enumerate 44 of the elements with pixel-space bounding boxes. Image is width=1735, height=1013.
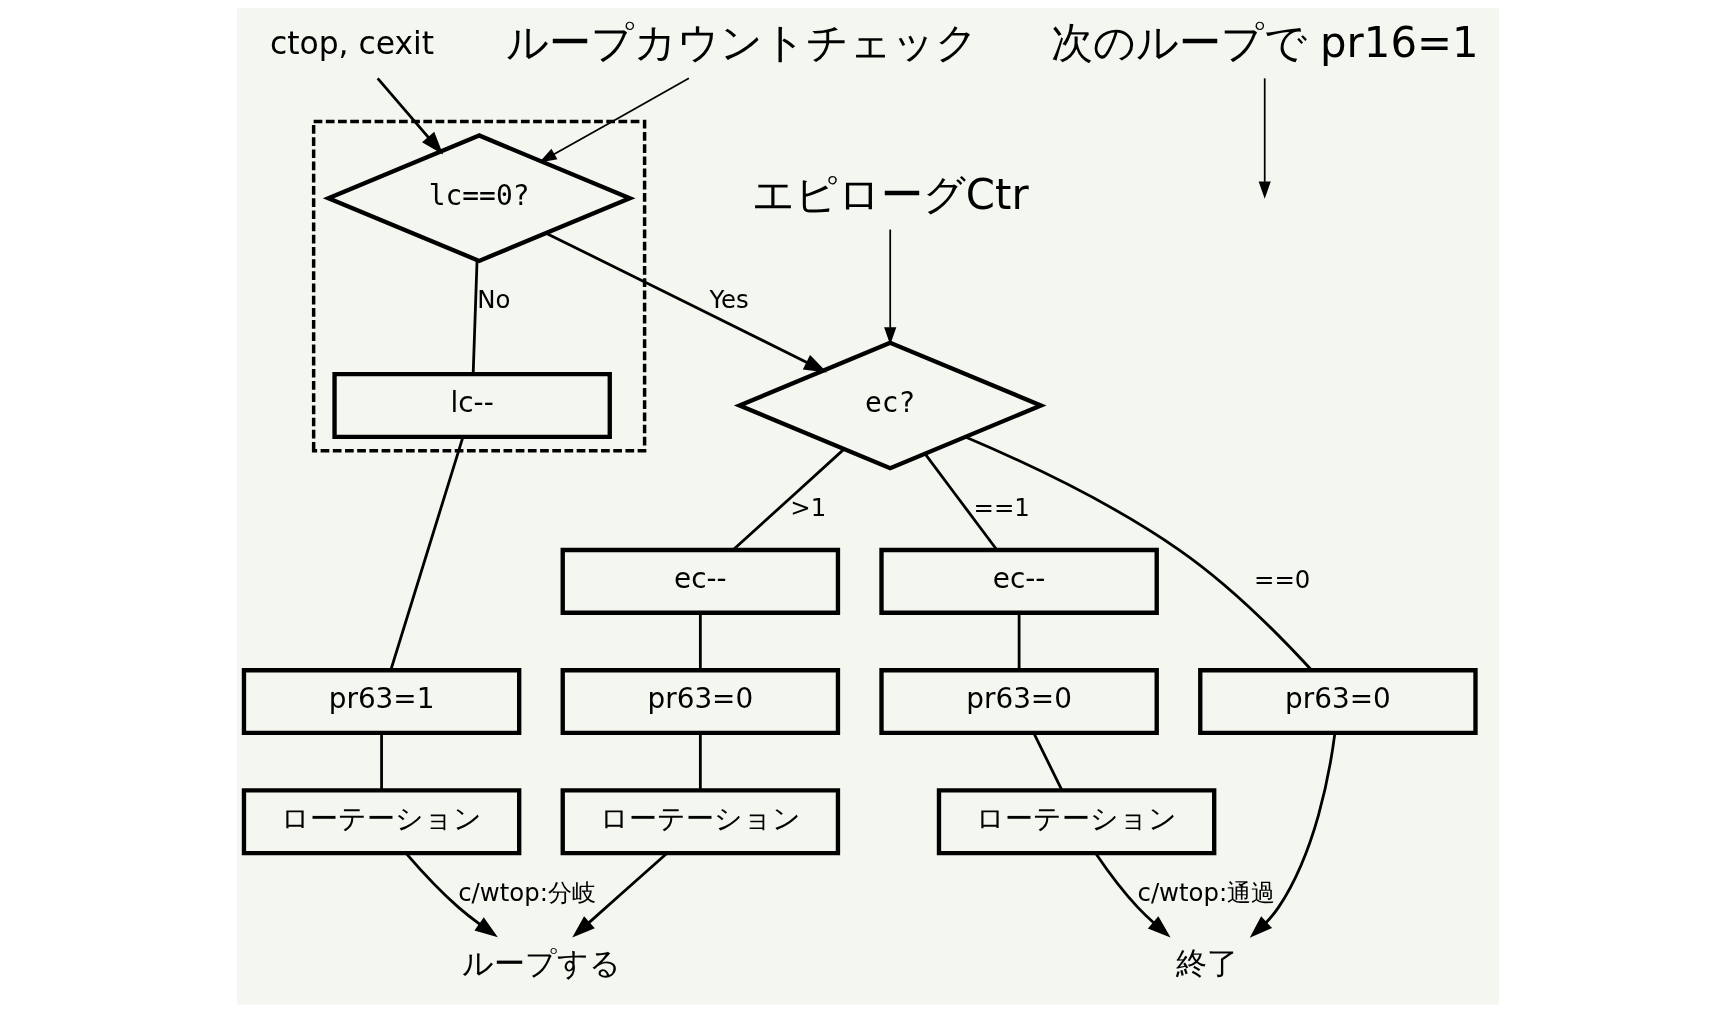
edge-label: >1 [789, 492, 826, 522]
node-text: ループする [461, 945, 621, 982]
node-text: エピローグCtr [751, 169, 1029, 219]
connector [964, 435, 1312, 671]
connector [1032, 732, 1063, 791]
node-box: pr63=0 [1197, 668, 1478, 736]
node-text: ctop, cexit [269, 25, 434, 62]
node-box: ec-- [560, 547, 840, 615]
arrow [1094, 852, 1171, 938]
connector [388, 436, 464, 671]
connector [379, 733, 383, 790]
connector [698, 733, 702, 790]
node-diamond: ec? [733, 340, 1047, 471]
node-text: ループカウントチェック [505, 18, 978, 68]
node-box: ローテーション [936, 788, 1216, 856]
edge-label: ==0 [1253, 564, 1310, 594]
cluster [311, 119, 646, 453]
arrow [571, 852, 668, 938]
node-text: 終了 [1175, 945, 1238, 982]
arrow [1249, 733, 1336, 938]
arrow [538, 77, 690, 163]
connector [471, 260, 478, 374]
node-box: ec-- [878, 547, 1159, 615]
node-box: pr63=0 [560, 668, 840, 736]
edge-label: Yes [708, 285, 749, 315]
node-box: pr63=0 [878, 668, 1159, 736]
node-box: lc-- [331, 371, 612, 439]
arrow [1258, 77, 1271, 199]
edge-label: c/wtop:分岐 [457, 877, 596, 907]
arrow [376, 77, 443, 155]
edge-label: No [476, 285, 511, 315]
node-box: ローテーション [241, 788, 521, 856]
connector [1017, 613, 1020, 670]
connector [698, 613, 702, 670]
node-box: ローテーション [560, 788, 840, 856]
node-text: 次のループで pr16=1 [1050, 18, 1479, 68]
arrow [544, 231, 827, 373]
connector [923, 453, 998, 551]
edge-label: c/wtop:通過 [1137, 877, 1275, 907]
arrow [404, 852, 498, 938]
edge-label: ==1 [973, 492, 1030, 522]
node-box: pr63=1 [241, 668, 521, 736]
arrow [883, 228, 896, 345]
connector [731, 448, 845, 551]
